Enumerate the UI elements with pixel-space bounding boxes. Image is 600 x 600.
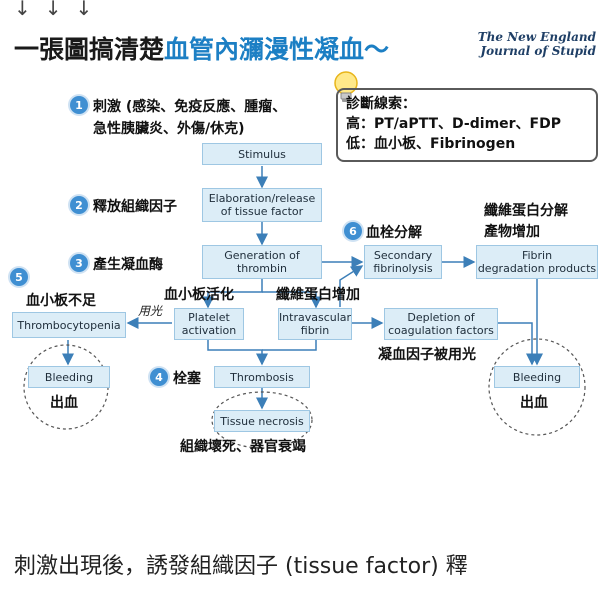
tissue-factor-text-2: of tissue factor: [220, 205, 304, 218]
step-6-label: 血栓分解: [366, 225, 422, 241]
stimulus-text: Stimulus: [238, 147, 286, 161]
platelet-text-2: activation: [181, 324, 237, 337]
bleeding-right-text: Bleeding: [512, 370, 562, 384]
bleeding-right-box: Bleeding: [494, 366, 580, 388]
fibrin-deg-text-1: Fibrin: [521, 249, 553, 262]
intravascular-text-2: fibrin: [300, 324, 330, 337]
bleeding-left-text: Bleeding: [44, 370, 94, 384]
step-5-badge: 5: [10, 268, 28, 286]
tissue-factor-text-1: Elaboration/release: [208, 192, 316, 205]
thrombocytopenia-box: Thrombocytopenia: [12, 312, 126, 338]
fibrin-deg-text-2: degradation products: [477, 262, 597, 275]
fdp-increase-line-1: 纖維蛋白分解: [484, 203, 568, 219]
secondary-text-1: Secondary: [373, 249, 433, 262]
used-up-annotation: 用光: [138, 304, 163, 318]
depletion-text-1: Depletion of: [407, 311, 475, 324]
title-part-1: 一張圖搞清楚: [14, 35, 165, 64]
step-5-label: 血小板不足: [26, 293, 96, 309]
fdp-increase-line-2: 產物增加: [484, 224, 540, 240]
title-part-2: 血管內瀰漫性凝血～: [164, 35, 390, 64]
article-caption: 刺激出現後，誘發組織因子 (tissue factor) 釋: [14, 554, 468, 579]
intravascular-fibrin-box: Intravascular fibrin: [278, 308, 352, 340]
tissue-factor-box: Elaboration/release of tissue factor: [202, 188, 322, 222]
intravascular-text-1: Intravascular: [278, 311, 352, 324]
diagnosis-heading: 診斷線索：: [346, 96, 416, 112]
diagnosis-high: 高：PT/aPTT、D-dimer、FDP: [346, 116, 561, 132]
bleed-left-annotation: 出血: [50, 395, 78, 411]
step-3-badge: 3: [70, 254, 88, 272]
thrombin-text-1: Generation of: [224, 249, 300, 262]
step-2-badge: 2: [70, 196, 88, 214]
step-1-badge: 1: [70, 96, 88, 114]
fibrin-degradation-box: Fibrin degradation products: [476, 245, 598, 279]
tissue-necrosis-text: Tissue necrosis: [220, 414, 304, 428]
secondary-fibrinolysis-box: Secondary fibrinolysis: [364, 245, 442, 279]
factors-used-annotation: 凝血因子被用光: [378, 347, 476, 363]
thrombin-text-2: thrombin: [236, 262, 288, 275]
diagnosis-clues-box: 診斷線索： 高：PT/aPTT、D-dimer、FDP 低：血小板、Fibrin…: [336, 88, 598, 162]
bleeding-left-box: Bleeding: [28, 366, 110, 388]
fibrin-increase-annotation: 纖維蛋白增加: [276, 287, 360, 303]
thrombin-box: Generation of thrombin: [202, 245, 322, 279]
step-3-label: 產生凝血酶: [93, 257, 163, 273]
step-1-label-line-2: 急性胰臟炎、外傷/休克): [93, 121, 245, 137]
step-6-badge: 6: [344, 222, 362, 240]
necrosis-annotation: 組織壞死、器官衰竭: [180, 439, 306, 455]
diagnosis-low: 低：血小板、Fibrinogen: [346, 136, 516, 152]
brand-line-1: The New England: [477, 30, 596, 44]
depletion-box: Depletion of coagulation factors: [384, 308, 498, 340]
step-4-label: 栓塞: [173, 371, 201, 387]
step-1-label-line-1: 刺激 (感染、免疫反應、腫瘤、: [93, 99, 287, 115]
secondary-text-2: fibrinolysis: [373, 262, 433, 275]
top-arrows: ↓↓↓: [14, 0, 107, 20]
platelet-activation-annotation: 血小板活化: [164, 287, 234, 303]
brand-line-2: Journal of Stupid: [480, 44, 596, 58]
page-title: 一張圖搞清楚血管內瀰漫性凝血～: [14, 30, 389, 66]
stimulus-box: Stimulus: [202, 143, 322, 165]
platelet-activation-box: Platelet activation: [174, 308, 244, 340]
depletion-text-2: coagulation factors: [388, 324, 494, 337]
thrombosis-text: Thrombosis: [230, 370, 294, 384]
brand-logo: The New England Journal of Stupid: [474, 30, 596, 58]
bleed-right-annotation: 出血: [520, 395, 548, 411]
step-2-label: 釋放組織因子: [93, 199, 177, 215]
platelet-text-1: Platelet: [188, 311, 230, 324]
tissue-necrosis-box: Tissue necrosis: [214, 410, 310, 432]
thrombosis-box: Thrombosis: [214, 366, 310, 388]
step-4-badge: 4: [150, 368, 168, 386]
thrombocytopenia-text: Thrombocytopenia: [17, 318, 121, 332]
